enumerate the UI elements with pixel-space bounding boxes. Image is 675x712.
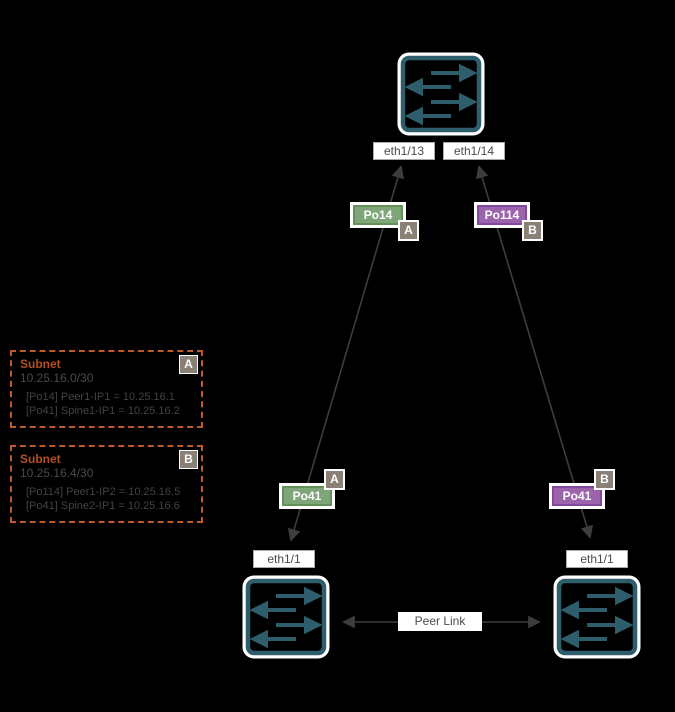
subnet-b-badge: B <box>179 450 198 469</box>
subnet-a-badge: A <box>179 355 198 374</box>
subnet-b-title: Subnet <box>20 452 61 466</box>
leaf-right-switch-icon <box>553 575 641 659</box>
switch-icon <box>397 52 485 136</box>
subnet-a-badge-bottom: A <box>324 469 345 490</box>
subnet-b-badge-bottom: B <box>594 469 615 490</box>
spine-switch-icon <box>397 52 485 136</box>
subnet-b-cidr: 10.25.16.4/30 <box>20 466 94 480</box>
link-a-line <box>287 165 405 542</box>
subnet-a-box: Subnet 10.25.16.0/30 [Po14] Peer1-IP1 = … <box>10 350 203 428</box>
leaf-left-port-eth1-1-label: eth1/1 <box>253 550 315 568</box>
subnet-b-entry-2: [Po41] Spine2-IP1 = 10.25.16.6 <box>26 500 180 512</box>
subnet-a-entry-1: [Po14] Peer1-IP1 = 10.25.16.1 <box>26 391 175 403</box>
subnet-b-entry-1: [Po114] Peer1-IP2 = 10.25.16.5 <box>26 486 181 498</box>
subnet-a-cidr: 10.25.16.0/30 <box>20 371 94 385</box>
spine-port-eth1-14-label: eth1/14 <box>443 142 505 160</box>
subnet-a-entry-2: [Po41] Spine1-IP1 = 10.25.16.2 <box>26 405 180 417</box>
switch-icon <box>242 575 330 659</box>
subnet-b-badge-top: B <box>522 220 543 241</box>
subnet-a-badge-top: A <box>398 220 419 241</box>
port-channel-po114-label: Po114 <box>477 205 527 225</box>
subnet-b-box: Subnet 10.25.16.4/30 [Po114] Peer1-IP2 =… <box>10 445 203 523</box>
peer-link-label: Peer Link <box>398 612 482 631</box>
subnet-a-title: Subnet <box>20 357 61 371</box>
port-channel-po14-label: Po14 <box>353 205 403 225</box>
leaf-left-switch-icon <box>242 575 330 659</box>
leaf-right-port-eth1-1-label: eth1/1 <box>566 550 628 568</box>
link-b-line <box>475 165 594 539</box>
switch-icon <box>553 575 641 659</box>
spine-port-eth1-13-label: eth1/13 <box>373 142 435 160</box>
